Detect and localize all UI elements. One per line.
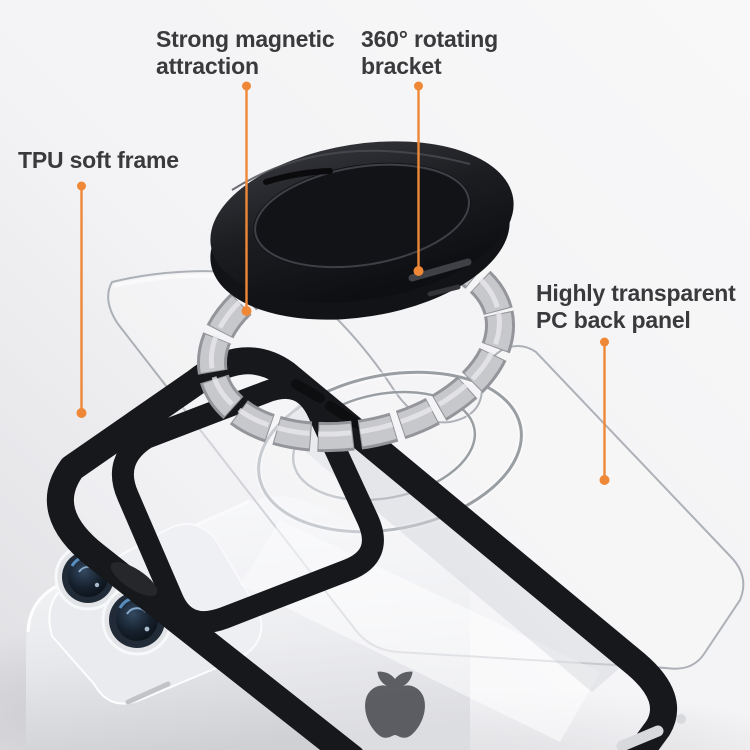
callout-magnetic-attraction: Strong magnetic attraction (156, 26, 335, 80)
leader-pc-panel (599, 337, 610, 485)
callout-line: PC back panel (536, 307, 691, 333)
leader-lines (76, 81, 610, 485)
phone-side-slot (125, 681, 171, 705)
leader-magnetic-attraction (241, 81, 252, 316)
callout-line: TPU soft frame (18, 147, 179, 173)
case-frame (46, 347, 678, 750)
button-bump-1 (291, 379, 325, 403)
magsafe-ring-print (255, 368, 525, 536)
callout-line: Highly transparent (536, 280, 736, 306)
port-slot (616, 725, 664, 750)
mic-hole (676, 714, 686, 724)
case-glass-shade (276, 402, 622, 692)
callout-pc-panel: Highly transparent PC back panel (536, 280, 736, 334)
button-bump-2 (325, 401, 363, 429)
callout-line: Strong magnetic (156, 26, 335, 52)
leader-rotating-bracket (413, 81, 424, 276)
ring-bracket (210, 141, 514, 320)
tpu-case (46, 347, 686, 750)
side-slot (110, 562, 158, 596)
bracket-slot-3 (427, 284, 461, 297)
leader-tpu-frame (76, 181, 87, 418)
bracket-slot-1 (263, 168, 333, 185)
callout-line: attraction (156, 53, 259, 79)
apple-logo (365, 671, 425, 738)
callout-tpu-frame: TPU soft frame (18, 147, 179, 174)
callout-line: 360° rotating (361, 26, 498, 52)
callout-rotating-bracket: 360° rotating bracket (361, 26, 498, 80)
bracket-slot-2 (408, 258, 472, 282)
bracket-sheen (231, 149, 471, 191)
callout-line: bracket (361, 53, 442, 79)
